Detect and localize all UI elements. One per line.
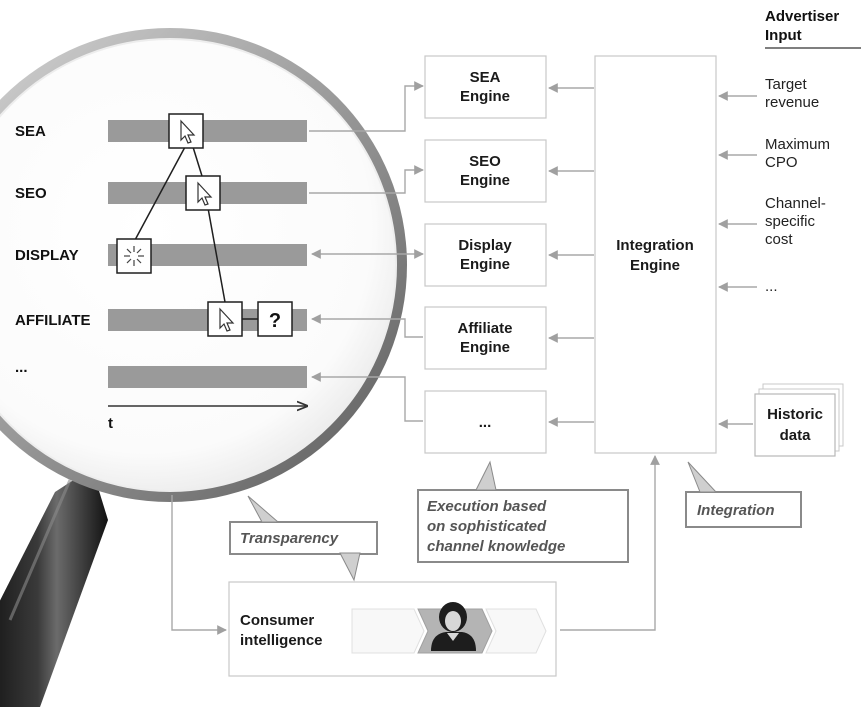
unknown-marker: ? bbox=[269, 310, 281, 332]
callout-execution: Execution based on sophisticated channel… bbox=[417, 460, 629, 563]
touchpoint-seo bbox=[185, 175, 221, 211]
channel-label-sea: SEA bbox=[15, 123, 46, 140]
engine-display: Display Engine bbox=[424, 223, 547, 287]
advertiser-input-items: Target revenue Maximum CPO Channel- spec… bbox=[765, 76, 830, 295]
svg-text:Input: Input bbox=[765, 27, 802, 44]
svg-text:Engine: Engine bbox=[460, 88, 510, 105]
svg-text:Channel-: Channel- bbox=[765, 195, 826, 212]
svg-text:channel knowledge: channel knowledge bbox=[427, 538, 565, 555]
lens-to-engine-arrows bbox=[309, 81, 424, 422]
touchpoint-sea bbox=[168, 113, 204, 149]
consumer-to-integration-arrow bbox=[560, 455, 660, 631]
svg-text:CPO: CPO bbox=[765, 154, 798, 171]
svg-text:Engine: Engine bbox=[460, 339, 510, 356]
svg-text:...: ... bbox=[765, 278, 778, 295]
svg-text:Maximum: Maximum bbox=[765, 136, 830, 153]
historic-data: Historic data bbox=[754, 383, 844, 457]
person-icon bbox=[431, 602, 476, 651]
integration-to-engine-arrows bbox=[548, 83, 594, 427]
touchpoint-unknown: ? bbox=[242, 301, 293, 337]
svg-text:on sophisticated: on sophisticated bbox=[427, 518, 547, 535]
touchpoint-display bbox=[116, 238, 152, 274]
advertiser-input-arrows bbox=[718, 91, 757, 292]
callout-integration: Integration bbox=[685, 461, 802, 528]
engine-affiliate: Affiliate Engine bbox=[424, 306, 547, 370]
magnifier-handle bbox=[0, 468, 108, 707]
svg-text:Historic: Historic bbox=[767, 406, 823, 423]
lens-to-consumer-arrow bbox=[171, 495, 227, 635]
svg-text:Engine: Engine bbox=[630, 257, 680, 274]
time-axis-label: t bbox=[108, 415, 113, 432]
engine-seo: SEO Engine bbox=[424, 139, 547, 203]
callout-transparency: Transparency bbox=[229, 495, 378, 582]
cursor-icon bbox=[197, 181, 213, 206]
svg-text:Engine: Engine bbox=[460, 172, 510, 189]
svg-text:Engine: Engine bbox=[460, 256, 510, 273]
svg-text:SEA: SEA bbox=[470, 69, 501, 86]
channel-label-more: ... bbox=[15, 359, 28, 376]
channel-label-seo: SEO bbox=[15, 185, 47, 202]
engine-sea: SEA Engine bbox=[424, 55, 547, 119]
svg-text:Integration: Integration bbox=[616, 237, 694, 254]
consumer-intelligence: Consumer intelligence bbox=[228, 581, 557, 677]
svg-text:...: ... bbox=[479, 414, 492, 431]
impression-burst-icon bbox=[124, 246, 144, 266]
svg-text:specific: specific bbox=[765, 213, 816, 230]
channel-bar-more bbox=[108, 366, 307, 388]
svg-text:Affiliate: Affiliate bbox=[457, 320, 512, 337]
channel-bar-sea bbox=[108, 120, 307, 142]
svg-text:Target: Target bbox=[765, 76, 808, 93]
svg-text:Consumer: Consumer bbox=[240, 612, 314, 629]
engine-more: ... bbox=[424, 390, 547, 454]
channel-label-display: DISPLAY bbox=[15, 247, 79, 264]
svg-text:SEO: SEO bbox=[469, 153, 501, 170]
svg-text:Display: Display bbox=[458, 237, 512, 254]
customer-journey-path bbox=[134, 146, 226, 303]
svg-text:Transparency: Transparency bbox=[240, 530, 339, 547]
channel-label-affiliate: AFFILIATE bbox=[15, 312, 91, 329]
cursor-icon bbox=[219, 307, 235, 332]
svg-text:Integration: Integration bbox=[697, 502, 775, 519]
touchpoint-affiliate bbox=[207, 301, 243, 337]
advertiser-input-header: Advertiser Input bbox=[765, 8, 861, 49]
cursor-icon bbox=[180, 119, 196, 144]
integration-engine: Integration Engine bbox=[594, 55, 717, 454]
channel-bar-display bbox=[108, 244, 307, 266]
svg-text:revenue: revenue bbox=[765, 94, 819, 111]
svg-text:data: data bbox=[780, 427, 812, 444]
svg-text:intelligence: intelligence bbox=[240, 632, 323, 649]
svg-text:Advertiser: Advertiser bbox=[765, 8, 839, 25]
svg-text:Execution based: Execution based bbox=[427, 498, 547, 515]
svg-text:cost: cost bbox=[765, 231, 793, 248]
